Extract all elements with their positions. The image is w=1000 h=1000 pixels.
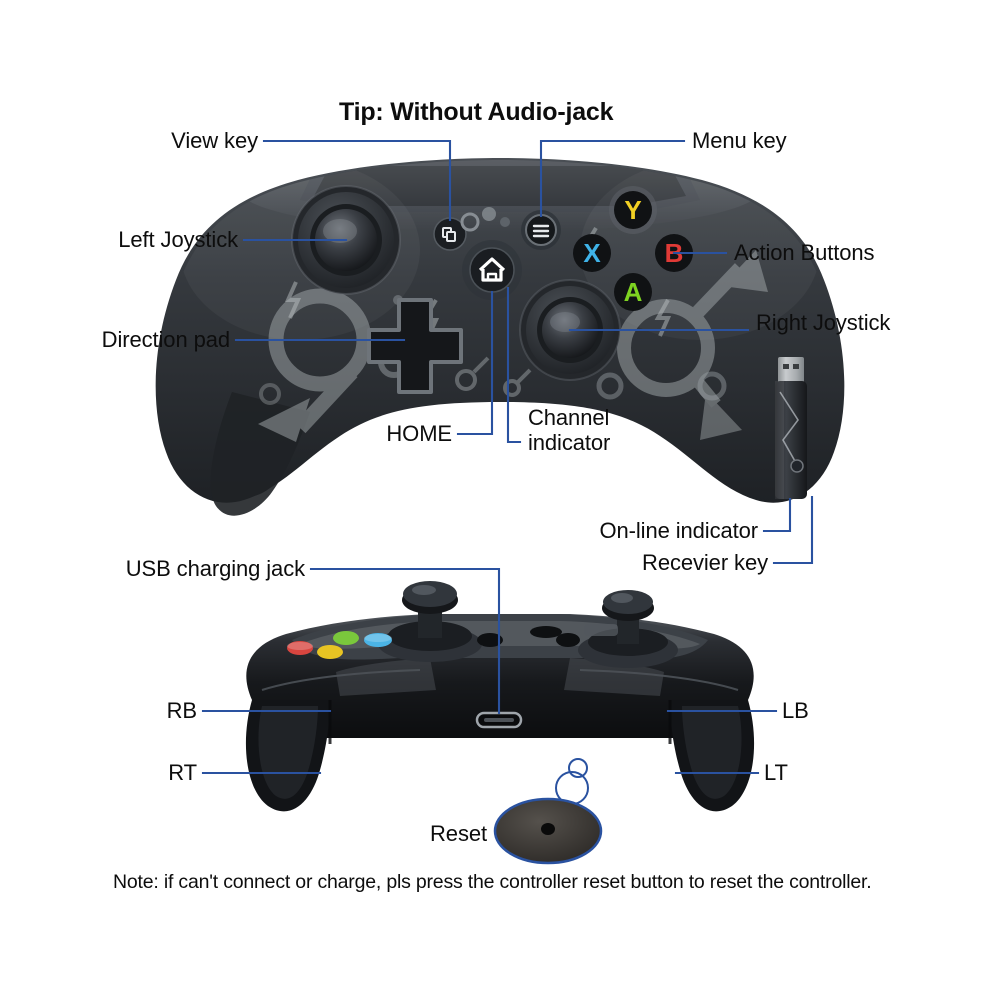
label-rb: RB <box>166 698 197 723</box>
home-icon <box>478 257 506 282</box>
label-receiver-key: Recevier key <box>642 550 768 575</box>
micro-usb-port-icon <box>475 711 523 729</box>
reset-zoom-indicator <box>555 758 589 805</box>
label-right-joystick: Right Joystick <box>756 310 891 335</box>
label-online-indicator: On-line indicator <box>599 518 759 543</box>
usb-icon <box>778 357 804 383</box>
label-rt: RT <box>168 760 197 785</box>
footer-note: Note: if can't connect or charge, pls pr… <box>113 871 872 893</box>
label-lb: LB <box>782 698 809 723</box>
view-key-button[interactable] <box>433 217 467 251</box>
menu-key-icon <box>532 224 550 238</box>
button-x-label: X <box>583 238 601 268</box>
label-left-joystick: Left Joystick <box>118 227 238 252</box>
label-lt: LT <box>764 760 788 785</box>
label-usb-charging-jack: USB charging jack <box>125 556 305 581</box>
bottom-view-action-buttons <box>287 631 392 659</box>
home-button[interactable] <box>462 240 522 300</box>
button-y-label: Y <box>624 195 641 225</box>
channel-indicator-line1: Channel <box>528 405 610 430</box>
label-view-key: View key <box>171 128 258 153</box>
bottom-view-left-joystick[interactable] <box>378 581 482 662</box>
controller-front-view: Y X B A <box>155 158 845 516</box>
view-key-icon <box>442 227 456 242</box>
page-title: Tip: Without Audio-jack <box>339 98 614 126</box>
label-direction-pad: Direction pad <box>101 327 230 352</box>
menu-key-button[interactable] <box>521 210 561 250</box>
label-action-buttons: Action Buttons <box>734 240 875 265</box>
label-reset: Reset <box>430 821 487 846</box>
label-channel-indicator: Channel indicator <box>528 405 611 455</box>
channel-indicator-leds <box>460 207 510 232</box>
label-menu-key: Menu key <box>692 128 787 153</box>
reset-button-inset[interactable] <box>493 797 603 865</box>
channel-indicator-line2: indicator <box>528 429 611 455</box>
action-buttons[interactable]: Y X B A <box>573 186 693 311</box>
leader-lines <box>201 139 814 775</box>
button-a-label: A <box>624 277 643 307</box>
dpad-icon[interactable] <box>367 298 463 394</box>
label-home: HOME <box>386 421 452 446</box>
receiver-key-button <box>790 459 804 473</box>
usb-receiver-dongle <box>775 357 807 499</box>
